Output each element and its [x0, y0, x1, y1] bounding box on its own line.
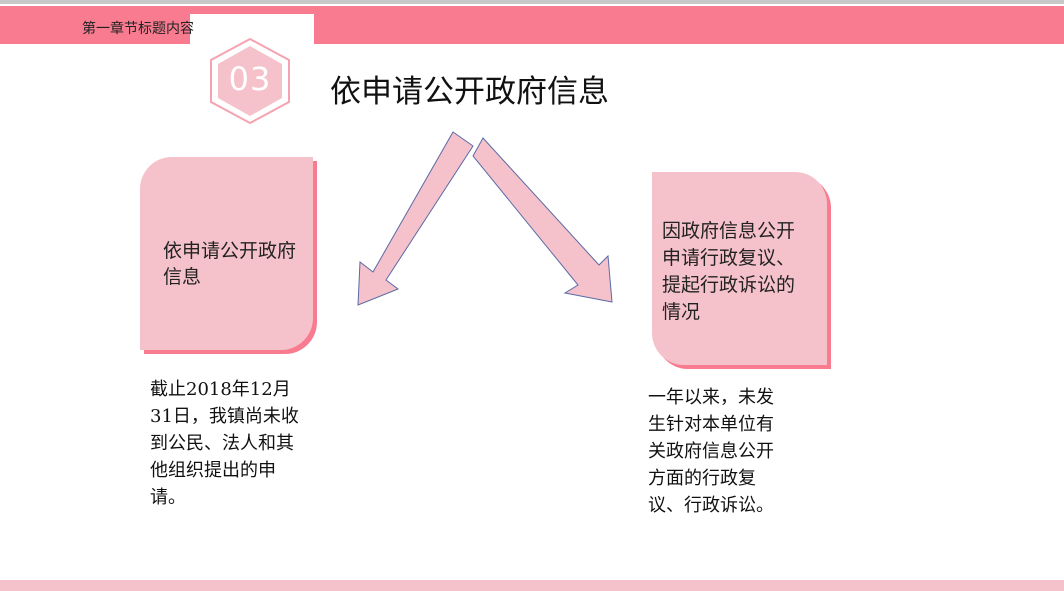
- bottom-band: [0, 580, 1064, 591]
- hexagon-badge: [210, 37, 290, 125]
- section-title: 依申请公开政府信息: [330, 74, 609, 110]
- header-band: [0, 6, 1064, 44]
- right-card-label: 因政府信息公开申请行政复议、提起行政诉讼的情况: [662, 220, 796, 323]
- arrow-down-left: [357, 131, 474, 306]
- left-card: [140, 157, 313, 350]
- right-card: [652, 172, 827, 365]
- chapter-title: 第一章节标题内容: [82, 21, 194, 37]
- left-description: 截止2018年12月31日，我镇尚未收到公民、法人和其他组织提出的申请。: [150, 379, 299, 508]
- left-card-label: 依申请公开政府信息: [163, 240, 297, 288]
- arrow-down-right: [472, 137, 613, 303]
- top-border: [0, 0, 1064, 4]
- right-description: 一年以来，未发生针对本单位有关政府信息公开方面的行政复议、行政诉讼。: [648, 387, 774, 516]
- section-number: 03: [228, 60, 272, 98]
- split-arrows: [357, 131, 613, 306]
